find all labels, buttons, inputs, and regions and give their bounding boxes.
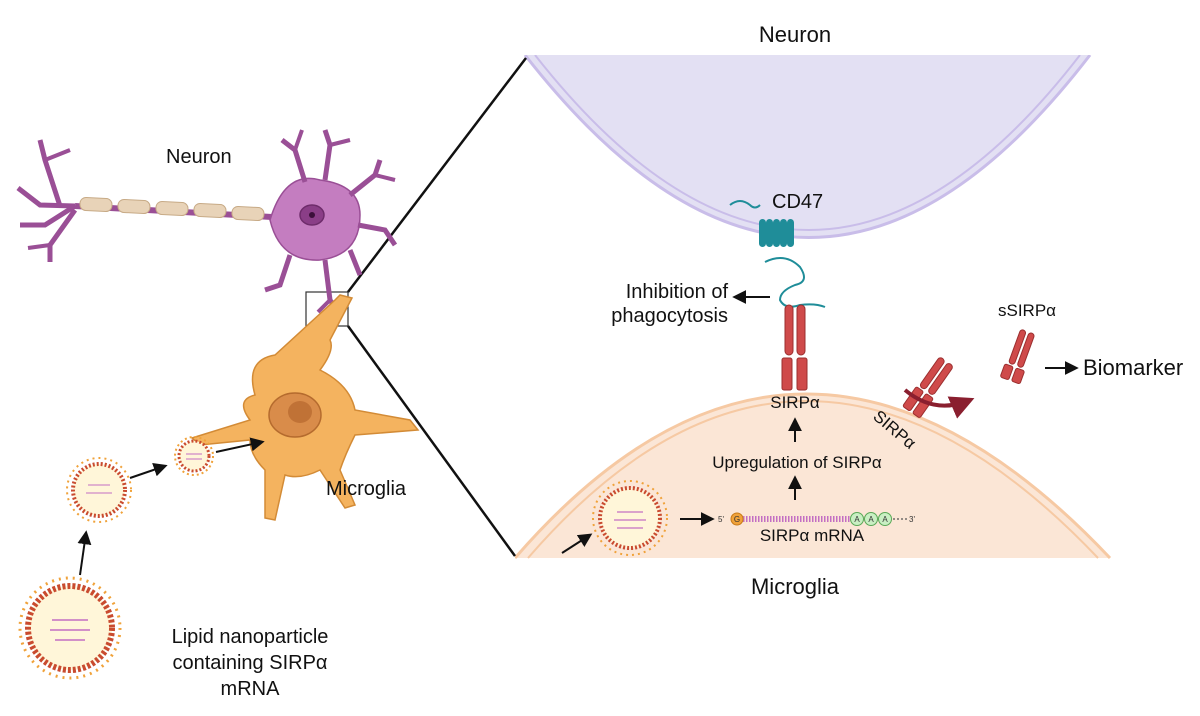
zoom-panel [515,55,1112,560]
lnp-entry-arrow [561,533,593,554]
sirpa-receptor [781,304,808,391]
neuron-membrane-inner [534,55,1081,231]
lnp-uptake-arrow-3 [215,437,265,453]
zoom-line-top [347,57,527,293]
ssirpa-protein [1000,329,1035,385]
mrna-label: SIRPα mRNA [760,526,865,545]
inhibition-label-line1: Inhibition of [626,281,729,303]
five-prime-label: 5' [718,515,724,524]
polya-label-1: A [854,515,860,524]
polya-2 [864,512,878,526]
polya-label-3: A [882,515,888,524]
ssirpa-label: sSIRPα [998,301,1056,320]
polya-3 [878,512,892,526]
biomarker-label: Biomarker [1083,355,1183,380]
cd47-protein [729,200,826,308]
microglia-illustration [190,294,420,521]
sirpa-shed-receptor [902,357,953,418]
microglia-label-right: Microglia [751,574,840,599]
myelin-sheath [79,196,265,222]
microglia-label-left: Microglia [326,478,407,500]
neuron-membrane-outer [523,55,1092,239]
lnp-label-line2: containing SIRPα [173,652,328,674]
lnp-uptake-arrow-2 [129,463,168,479]
upregulation-label: Upregulation of SIRPα [712,453,882,472]
sirpa-receptor-label: SIRPα [770,393,820,412]
lnp-in-microglia [592,480,668,556]
sirpa-mrna [730,512,907,526]
lnp-large [18,576,122,680]
inhibition-label-line2: phagocytosis [611,305,728,327]
cd47-label: CD47 [772,191,823,213]
cap-label: G [734,515,740,524]
shedding-arrow [903,388,975,419]
neuron-label-right: Neuron [759,22,831,47]
lnp-label-line1: Lipid nanoparticle [172,626,329,648]
lnp-medium [66,457,132,523]
lnp-uptake-arrow-1 [77,530,92,576]
microglia-region [515,394,1110,558]
neuron-label-left: Neuron [166,146,232,168]
lnp-label-line3: mRNA [221,678,281,700]
mrna-cap [730,512,744,526]
microglia-membrane-outer [515,392,1112,560]
lnp-small [174,436,214,476]
zoom-line-bottom [346,325,517,557]
polya-label-2: A [868,515,874,524]
polya-1 [850,512,864,526]
microglia-membrane-inner [527,400,1099,559]
three-prime-label: 3' [909,515,915,524]
